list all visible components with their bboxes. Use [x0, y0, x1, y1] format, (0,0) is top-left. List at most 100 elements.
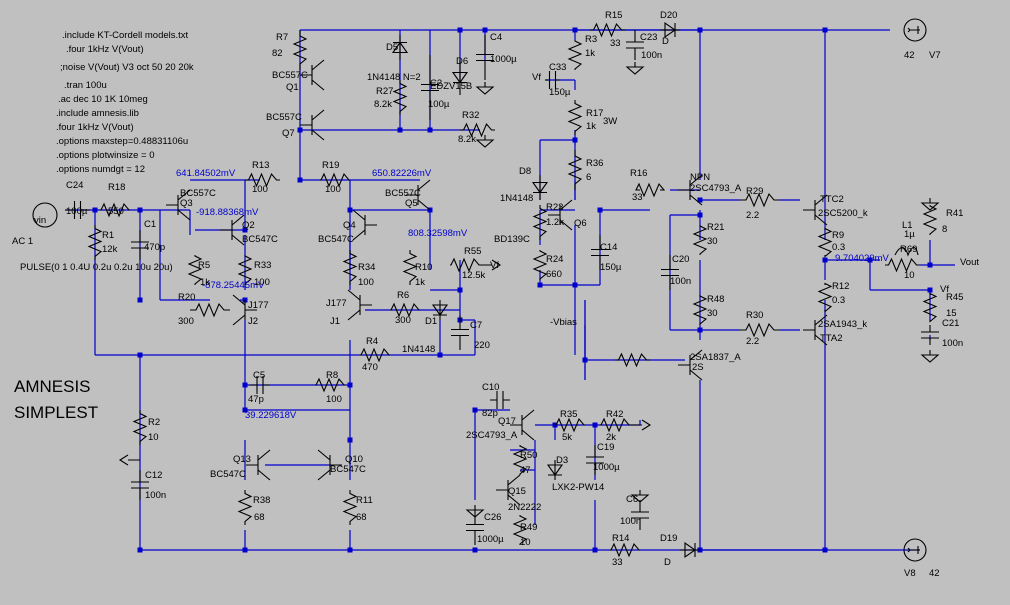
d19-diode: [680, 541, 700, 559]
c1-designator: C1: [144, 219, 156, 230]
c12-value: 100n: [145, 490, 166, 501]
c12-designator: C12: [145, 470, 162, 481]
spice-directive-0: .include KT-Cordell models.txt: [62, 30, 189, 41]
junction-dot: [437, 352, 443, 358]
d20-value: D: [662, 36, 669, 47]
junction-dot: [92, 207, 98, 213]
r34-value: 100: [358, 277, 374, 288]
q6-designator: Q6: [574, 218, 587, 229]
junction-dot: [597, 207, 603, 213]
q6-value: BD139C: [494, 234, 530, 245]
r38-resistor: [237, 490, 253, 525]
r10-designator: R10: [415, 262, 432, 273]
spice-directive-9: .options numdgt = 12: [56, 164, 145, 175]
r36-designator: R36: [586, 158, 603, 169]
r13-resistor: [245, 172, 280, 188]
r33-value: 100: [254, 277, 270, 288]
junction-dot: [242, 547, 248, 553]
r20-resistor: [190, 302, 230, 318]
r12-resistor: [817, 282, 833, 313]
q4-designator: Q4: [343, 220, 356, 231]
d3-value: LXK2-PW14: [552, 482, 604, 493]
r19-resistor: [320, 172, 350, 188]
r1-resistor: [87, 225, 103, 260]
r16-value: 33: [632, 192, 643, 203]
d19-designator: D19: [660, 533, 677, 544]
vin-label: vin: [34, 215, 46, 226]
c5-designator: C5: [253, 370, 265, 381]
j2-designator: J2: [248, 316, 258, 327]
d3-led: [546, 460, 564, 480]
q1-transistor: [300, 59, 325, 91]
r32-resistor: [460, 122, 495, 138]
components: [32, 18, 940, 562]
r10-value: 1k: [415, 277, 425, 288]
c21-designator: C21: [942, 318, 959, 329]
r5-resistor: [187, 255, 203, 285]
d8-designator: D8: [519, 166, 531, 177]
r30-value: 2.2: [746, 336, 759, 347]
r15-value: 33: [610, 38, 621, 49]
c20-capacitor: [661, 255, 679, 290]
tta2-designator: TTA2: [820, 333, 843, 344]
r35-designator: R35: [560, 409, 577, 420]
r30-resistor: [740, 322, 780, 338]
junction-dot: [822, 547, 828, 553]
net-flag: [480, 259, 502, 271]
c7-value: 220: [474, 340, 490, 351]
note-3w: 3W: [603, 116, 617, 127]
r9-designator: R9: [832, 230, 844, 241]
r17-value: 1k: [586, 121, 596, 132]
r33-resistor: [237, 255, 253, 285]
junction-dot: [592, 422, 598, 428]
d1-value: 1N4148: [402, 344, 435, 355]
r55-resistor: [450, 257, 480, 273]
r11-designator: R11: [356, 495, 373, 506]
q2-value: BC547C: [242, 234, 278, 245]
junction-dot: [592, 547, 598, 553]
junction-dot: [472, 407, 478, 413]
r29-value: 2.2: [746, 210, 759, 221]
v7-supply-glyph: [907, 26, 920, 34]
q17-transistor: [510, 409, 535, 441]
j1-value: J177: [326, 298, 347, 309]
q1-value: BC557C: [272, 70, 308, 81]
v8-supply-glyph: [907, 546, 920, 554]
q2-designator: Q2: [242, 220, 255, 231]
r6-value: 300: [395, 315, 411, 326]
c19-value: 1000µ: [593, 462, 620, 473]
spice-directive-1: .four 1kHz V(Vout): [66, 44, 144, 55]
spice-directive-5: .include amnesis.lib: [56, 108, 139, 119]
c1-capacitor: [131, 230, 149, 260]
c26-designator: C26: [484, 512, 501, 523]
r49-designator: R49: [520, 522, 537, 533]
r17-designator: R17: [586, 108, 603, 119]
d8-value: 1N4148: [500, 193, 533, 204]
q7-transistor: [300, 109, 325, 141]
r41-designator: R41: [946, 208, 963, 219]
r48-designator: R48: [707, 294, 724, 305]
junction-dot: [457, 287, 463, 293]
c26-value: 1000µ: [477, 534, 504, 545]
junction-dot: [242, 382, 248, 388]
wires: [65, 27, 955, 553]
c2-designator: C2: [430, 78, 442, 89]
r40-resistor: [615, 352, 650, 368]
c10-designator: C10: [482, 382, 499, 393]
q5-transistor: [406, 179, 431, 211]
junction-dot: [427, 127, 433, 133]
r9-resistor: [817, 227, 833, 258]
c2-value: 100µ: [428, 99, 450, 110]
r16-resistor: [635, 182, 666, 198]
r23-resistor: [532, 205, 548, 240]
ground-symbol: [625, 62, 645, 75]
r55-value: 12.5k: [462, 270, 485, 281]
junction-dot: [927, 262, 933, 268]
probe-5: 808.32598mV: [408, 228, 468, 239]
probe-4: 650.82226mV: [372, 168, 432, 179]
r45-resistor: [922, 292, 938, 323]
d1-diode: [431, 300, 449, 320]
j1-jfet: [347, 289, 372, 321]
v8-name: V8: [904, 568, 916, 579]
r27-value: 8.2k: [374, 99, 392, 110]
